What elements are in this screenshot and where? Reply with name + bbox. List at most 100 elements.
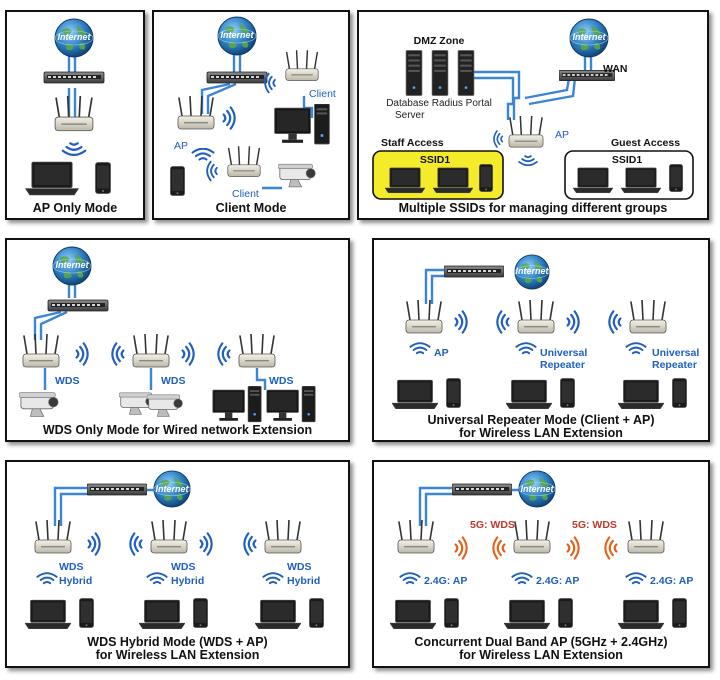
hybrid-label: Hybrid xyxy=(59,575,92,587)
diagram-wds-only: Internet WDS WDS WDS xyxy=(19,246,316,423)
ip-camera-icon xyxy=(147,394,183,417)
panel-wds-hybrid: Internet WDS Hybrid WDS Hybrid WDS Hybri… xyxy=(5,460,350,668)
laptop-icon xyxy=(433,167,473,194)
universal-label: Universal xyxy=(540,347,587,359)
5g-wds-label: 5G: WDS xyxy=(572,519,617,531)
laptop-icon xyxy=(255,599,301,630)
wifi-signal-icon xyxy=(36,572,58,585)
ssid-staff-label: SSID1 xyxy=(420,154,451,166)
panel-wds-only: Internet WDS WDS WDS WDS Only Mode for W… xyxy=(5,238,350,442)
wifi-signal-icon xyxy=(61,142,87,156)
wifi-signal-icon xyxy=(454,310,468,334)
wds-label: WDS xyxy=(161,375,186,387)
server-icon xyxy=(431,50,449,96)
internet-label: Internet xyxy=(520,484,554,494)
phone-icon xyxy=(309,598,324,628)
panel-dual-band: Internet 5G: WDS 5G: WDS 2.4G: AP 2.4G: … xyxy=(372,460,710,668)
repeater-label: Repeater xyxy=(540,359,585,371)
switch-icon xyxy=(47,299,109,312)
24g-ap-label: 2.4G: AP xyxy=(424,575,467,587)
phone-icon xyxy=(479,164,493,192)
wifi-signal-icon xyxy=(191,148,215,161)
wifi-signal-icon xyxy=(199,532,213,556)
laptop-icon xyxy=(621,167,661,194)
wifi-signal-icon xyxy=(75,342,89,366)
client-label-1: Client xyxy=(309,88,336,100)
diagram-dual-band: Internet 5G: WDS 5G: WDS 2.4G: AP 2.4G: … xyxy=(390,470,693,630)
wds-label: WDS xyxy=(287,561,312,573)
wifi-signal-icon xyxy=(206,160,218,182)
wifi-signal-icon xyxy=(262,572,284,585)
access-point-icon xyxy=(397,520,435,554)
panel-caption: WDS Hybrid Mode (WDS + AP) xyxy=(87,635,268,649)
laptop-icon xyxy=(385,167,425,194)
desktop-icon xyxy=(274,104,330,145)
wifi-signal-icon xyxy=(511,572,533,585)
phone-icon xyxy=(558,598,573,628)
diagram-client-mode: Internet AP Client Client xyxy=(170,16,336,200)
guest-access-label: Guest Access xyxy=(611,137,680,149)
laptop-icon xyxy=(390,599,436,630)
wds-label: WDS xyxy=(171,561,196,573)
ssid-guest-label: SSID1 xyxy=(612,154,643,166)
laptop-icon xyxy=(392,379,438,410)
repeater-label: Repeater xyxy=(652,359,697,371)
panel-caption: AP Only Mode xyxy=(32,201,118,215)
24g-ap-label: 2.4G: AP xyxy=(650,575,693,587)
switch-icon xyxy=(452,483,512,496)
wifi-signal-icon xyxy=(493,130,504,148)
dmz-zone-label: DMZ Zone xyxy=(414,35,465,47)
phone-icon xyxy=(170,166,185,196)
internet-label: Internet xyxy=(55,260,89,270)
repeater-access-point-icon xyxy=(517,300,555,334)
phone-icon xyxy=(193,598,208,628)
panel-universal-repeater: Internet AP Universal Repeater Universal… xyxy=(372,238,710,442)
laptop-icon xyxy=(25,161,79,196)
server-icon xyxy=(457,50,475,96)
wds-label: WDS xyxy=(59,561,84,573)
diagram-universal-repeater: Internet AP Universal Repeater Universal… xyxy=(392,254,699,410)
access-point-icon xyxy=(132,334,170,368)
wan-label: WAN xyxy=(603,63,628,75)
panel-ap-only: Internet AP Only Mode xyxy=(5,10,145,220)
24g-ap-label: 2.4G: AP xyxy=(536,575,579,587)
5g-signal-icon xyxy=(566,536,580,560)
client-access-point-icon xyxy=(227,146,261,178)
panel-caption-line-2: for Wireless LAN Extension xyxy=(459,426,623,440)
5g-signal-icon xyxy=(604,536,618,560)
ip-camera-icon xyxy=(278,163,316,188)
internet-label: Internet xyxy=(572,32,606,42)
wifi-signal-icon xyxy=(608,310,622,334)
wifi-signal-icon xyxy=(87,532,101,556)
servers-label: Database Radius Portal xyxy=(386,98,492,109)
wifi-signal-icon xyxy=(181,342,195,366)
panel-caption: Client Mode xyxy=(215,201,287,215)
ap-label: AP xyxy=(555,129,569,141)
wifi-signal-icon xyxy=(399,572,421,585)
switch-icon xyxy=(444,265,504,278)
wifi-signal-icon xyxy=(217,342,231,366)
laptop-icon xyxy=(618,599,664,630)
phone-icon xyxy=(672,598,687,628)
internet-label: Internet xyxy=(57,32,91,42)
access-point-icon xyxy=(264,520,302,554)
wifi-signal-icon xyxy=(243,532,257,556)
access-point-icon xyxy=(238,334,276,368)
5g-signal-icon xyxy=(492,536,506,560)
wifi-signal-icon xyxy=(496,310,510,334)
laptop-icon xyxy=(506,379,552,410)
panel-caption: Concurrent Dual Band AP (5GHz + 2.4GHz) xyxy=(414,635,668,649)
hybrid-label: Hybrid xyxy=(171,575,204,587)
diagram-ap-only: Internet xyxy=(25,18,111,196)
phone-icon xyxy=(95,162,111,194)
server-icon xyxy=(405,50,423,96)
panel-caption-line-2: for Wireless LAN Extension xyxy=(459,648,623,662)
wds-label: WDS xyxy=(55,375,80,387)
diagram-multiple-ssids: DMZ Zone Database Radius Portal Server I… xyxy=(372,18,694,200)
laptop-icon xyxy=(25,599,71,630)
client-access-point-icon xyxy=(285,50,319,82)
phone-icon xyxy=(446,378,461,408)
access-point-icon xyxy=(405,300,443,334)
laptop-icon xyxy=(573,167,613,194)
phone-icon xyxy=(560,378,575,408)
